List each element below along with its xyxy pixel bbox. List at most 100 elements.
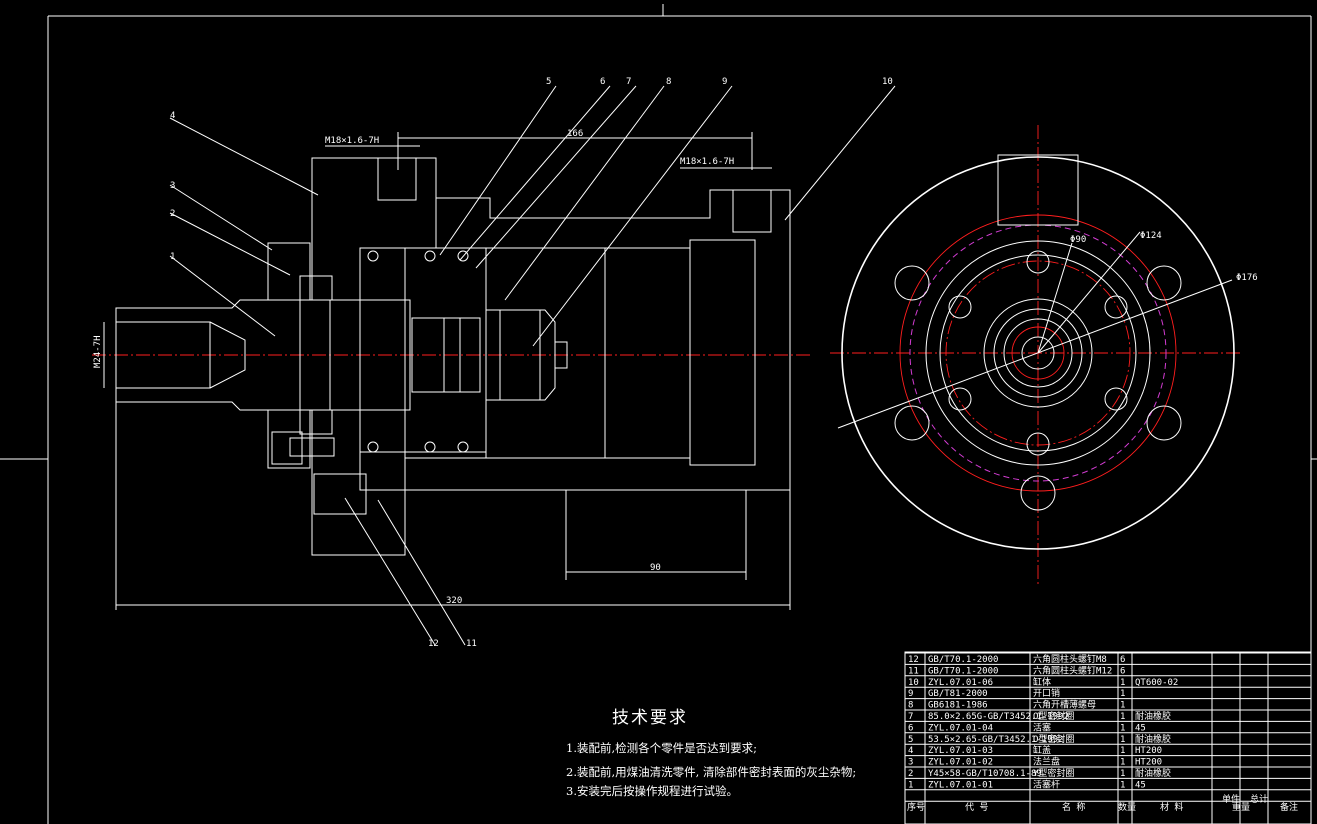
bom-cell-code: 53.5×2.65-GB/T3452.1-1992 (928, 735, 1063, 745)
bom-cell-qty: 1 (1120, 701, 1125, 711)
leader-lines (169, 85, 896, 646)
bom-cell-code: Y45×58-GB/T10708.1-89 (928, 769, 1042, 779)
bom-cell-code: ZYL.07.01-03 (928, 746, 993, 756)
bom-cell-name: 活塞杆 (1033, 778, 1060, 790)
bom-cell-code: GB6181-1986 (928, 701, 988, 711)
part-label-2: 2 (170, 209, 175, 219)
piston (404, 247, 487, 459)
bom-cell-code: ZYL.07.01-04 (928, 723, 993, 733)
bom-cell-no: 12 (908, 655, 919, 665)
tech-line-3: 3.安装完后按操作规程进行试验。 (566, 784, 738, 798)
bom-cell-mat: HT200 (1135, 746, 1162, 756)
bom-cell-name: 开口销 (1033, 687, 1060, 699)
bom-cell-qty: 1 (1120, 780, 1125, 790)
bom-cell-no: 5 (908, 735, 913, 745)
part-label-9: 9 (722, 77, 727, 87)
bom-cell-code: GB/T81-2000 (928, 689, 988, 699)
bom-cell-qty: 1 (1120, 746, 1125, 756)
bom-cell-mat: 耐油橡胶 (1135, 767, 1171, 779)
bom-cell-name: 六角圆柱头螺钉M8 (1033, 653, 1107, 665)
dim-dia-124: Φ124 (1140, 231, 1162, 241)
tech-line-2: 2.装配前,用煤油清洗零件, 清除部件密封表面的灰尘杂物; (566, 765, 857, 779)
bom-cell-name: Y型密封圈 (1033, 767, 1074, 779)
outer-bolt-holes (894, 265, 1182, 511)
bom-header-subcell: 单件 (1222, 793, 1240, 805)
bom-cell-mat: 45 (1135, 723, 1146, 733)
cylinder-body (359, 189, 791, 491)
inner-bolt-holes (948, 250, 1128, 456)
bom-header-cell: 重量 (1232, 801, 1250, 813)
cylinder-cover (311, 157, 437, 301)
bom-cell-mat: 耐油橡胶 (1135, 733, 1171, 745)
bom-cell-no: 9 (908, 689, 913, 699)
dim-thread-shaft: M24-7H (93, 335, 103, 368)
bom-cell-code: GB/T70.1-2000 (928, 666, 998, 676)
dim-dia-176: Φ176 (1236, 273, 1258, 283)
bom-cell-qty: 1 (1120, 712, 1125, 722)
bom-cell-no: 7 (908, 712, 913, 722)
bom-cell-no: 2 (908, 769, 913, 779)
bom-header-cell: 名 称 (1062, 801, 1085, 813)
bom-cell-no: 3 (908, 758, 913, 768)
bom-cell-qty: 1 (1120, 689, 1125, 699)
dim-length-total: 320 (446, 596, 462, 606)
part-label-8: 8 (666, 77, 671, 87)
bom-cell-name: O型密封圈 (1033, 733, 1074, 745)
bom-header-cell: 代 号 (965, 802, 988, 813)
bom-cell-mat: QT600-02 (1135, 678, 1178, 688)
bom-header-cell: 数量 (1118, 801, 1136, 813)
bom-cell-code: ZYL.07.01-01 (928, 780, 993, 790)
bom-cell-no: 10 (908, 678, 919, 688)
bom-cell-qty: 1 (1120, 735, 1125, 745)
part-label-3: 3 (170, 181, 175, 191)
bom-cell-mat: 耐油橡胶 (1135, 710, 1171, 722)
bom-cell-no: 8 (908, 701, 913, 711)
bom-cell-name: 六角圆柱头螺钉M12 (1033, 664, 1112, 676)
bom-header-cell: 序号 (907, 801, 925, 813)
slotted-nut (485, 309, 556, 401)
part-label-10: 10 (882, 77, 893, 87)
dim-thread-right: M18×1.6-7H (680, 157, 734, 167)
bom-cell-name: 法兰盘 (1033, 756, 1060, 768)
bom-cell-mat: HT200 (1135, 758, 1162, 768)
bom-cell-mat: 45 (1135, 780, 1146, 790)
bom-header-cell: 备注 (1280, 801, 1298, 813)
side-view: Φ90 Φ124 Φ176 (830, 125, 1258, 585)
part-label-11: 11 (466, 639, 477, 649)
bom-cell-no: 6 (908, 723, 913, 733)
bom-cell-qty: 1 (1120, 678, 1125, 688)
part-label-6: 6 (600, 77, 605, 87)
bom-cell-code: GB/T70.1-2000 (928, 655, 998, 665)
dim-dia-90: Φ90 (1070, 235, 1086, 245)
bom-cell-code: ZYL.07.01-06 (928, 678, 993, 688)
dim-length-top: 166 (567, 129, 583, 139)
bom-cell-qty: 6 (1120, 655, 1125, 665)
bom-cell-no: 11 (908, 666, 919, 676)
part-label-12: 12 (428, 639, 439, 649)
bom-cell-code: 85.0×2.65G-GB/T3452.1-1992 (928, 712, 1069, 722)
bom-cell-name: 缸体 (1033, 676, 1051, 688)
bom-header-cell: 材 料 (1160, 801, 1183, 813)
part-label-4: 4 (170, 111, 175, 121)
tech-line-1: 1.装配前,检测各个零件是否达到要求; (566, 741, 758, 755)
bom-cell-code: ZYL.07.01-02 (928, 758, 993, 768)
bom-cell-name: 六角开槽薄螺母 (1033, 699, 1096, 711)
bom-cell-qty: 6 (1120, 666, 1125, 676)
tech-title: 技术要求 (612, 708, 688, 728)
part-label-7: 7 (626, 77, 631, 87)
sheet-frame (0, 4, 1317, 824)
bom-cell-name: O型密封圈 (1033, 710, 1074, 722)
dim-length-inner: 90 (650, 563, 661, 573)
dim-thread-left: M18×1.6-7H (325, 136, 379, 146)
part-label-5: 5 (546, 77, 551, 87)
bom-cell-no: 1 (908, 780, 913, 790)
bom-cell-qty: 1 (1120, 769, 1125, 779)
part-label-1: 1 (170, 252, 175, 262)
flange (267, 242, 311, 301)
section-view: 4 3 2 1 5 6 7 8 9 10 11 12 M18×1.6-7H M1… (92, 77, 896, 649)
bom-cell-qty: 1 (1120, 758, 1125, 768)
bom-cell-name: 缸盖 (1033, 744, 1051, 756)
bom-cell-no: 4 (908, 746, 913, 756)
